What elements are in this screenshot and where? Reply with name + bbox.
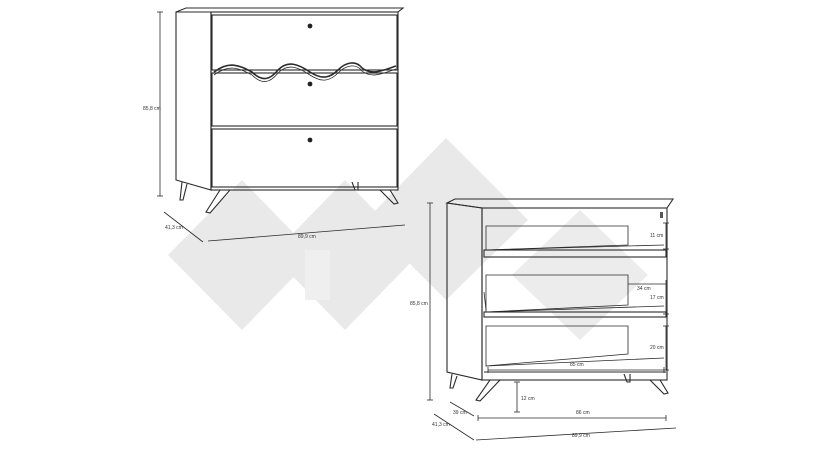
chest-side-panel (175, 11, 212, 191)
label-front-width: 89,9 cm (298, 234, 316, 240)
interior-leg-back-right (623, 373, 631, 383)
dim-outer-depth (433, 413, 475, 441)
knob-top (307, 23, 313, 29)
label-top-drawer-height: 11 cm (650, 233, 663, 239)
watermark-block (305, 250, 330, 300)
leg-front-right (379, 189, 399, 205)
dim-drawer-width (487, 367, 665, 373)
interior-top-board (445, 198, 675, 209)
label-outer-width: 89,9 cm (572, 433, 590, 439)
wall-fixing (660, 212, 663, 218)
interior-front-frame (481, 207, 668, 381)
label-drawer-depth: 34 cm (637, 286, 651, 292)
dim-interior-height (427, 202, 433, 401)
knob-bottom (307, 137, 313, 143)
chest-top-board (175, 7, 405, 13)
label-front-height: 85,8 cm (143, 106, 161, 112)
dim-outer-width (475, 427, 677, 441)
runner-left (483, 291, 487, 311)
label-outer-depth: 41,3 cm (432, 422, 450, 428)
watermark-diamond-left (168, 180, 315, 330)
label-inner-width: 86 cm (576, 410, 590, 416)
front-view-chest: 85,8 cm 41,3 cm 89,9 cm (143, 7, 406, 243)
interior-leg-front-right (649, 379, 669, 395)
interior-drawer-middle-front (485, 305, 665, 313)
interior-drawer-bottom (485, 325, 629, 367)
label-mid-drawer-height: 17 cm (650, 295, 664, 301)
wave-decoration-shadow (213, 65, 397, 82)
drawer-top (211, 14, 398, 71)
dim-front-depth (163, 211, 204, 243)
interior-drawer-top (485, 225, 629, 251)
interior-rail-1 (483, 249, 667, 258)
dim-mid-drawer-height (663, 280, 669, 315)
watermark-logo (168, 138, 648, 340)
dim-top-drawer-height (663, 222, 669, 250)
interior-leg-back-left (449, 373, 458, 389)
label-interior-height: 85,8 cm (410, 301, 428, 307)
drawer-middle (211, 72, 398, 127)
interior-drawer-bottom-front (485, 357, 665, 367)
interior-leg-front-left (475, 379, 501, 402)
chest-front-frame (210, 11, 399, 191)
label-inner-depth: 39 cm (453, 410, 467, 416)
dim-inner-depth (449, 401, 475, 417)
label-leg-height: 12 cm (521, 396, 535, 402)
drawer-bottom (211, 128, 398, 188)
leg-back-left (179, 181, 188, 201)
dim-front-width (207, 224, 406, 242)
leg-back-right (351, 181, 359, 191)
interior-view-chest: 11 cm 34 cm 17 cm 20 cm 85 cm 12 cm (410, 198, 677, 441)
label-bottom-drawer-height: 20 cm (650, 345, 664, 351)
dim-front-height (157, 11, 163, 197)
leg-front-left (205, 189, 231, 214)
wave-decoration (213, 62, 397, 80)
interior-rail-2 (483, 311, 667, 318)
interior-drawer-top-front (485, 244, 665, 251)
label-drawer-width: 85 cm (570, 362, 584, 368)
dim-bottom-drawer-height (663, 325, 669, 371)
interior-drawer-middle (485, 274, 629, 313)
label-front-depth: 41,3 cm (165, 225, 183, 231)
knob-middle (307, 81, 313, 87)
dim-inner-width (477, 415, 667, 421)
dim-leg-height (514, 381, 520, 413)
